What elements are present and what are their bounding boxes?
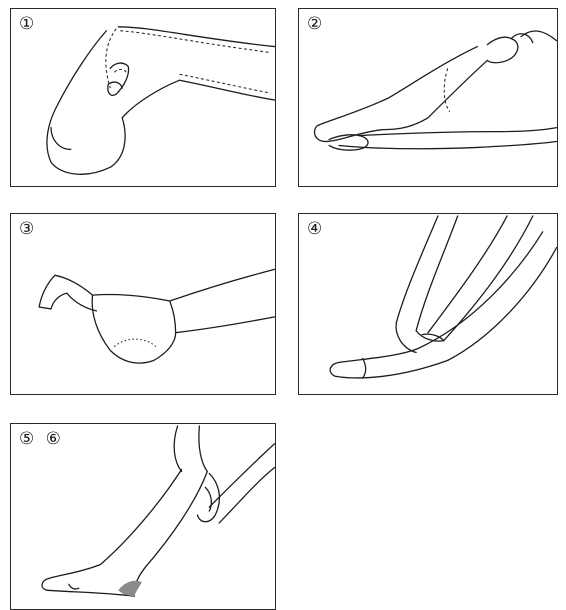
step-2-illustration [299,9,557,186]
step-2-label: ② [307,14,327,34]
step-panel-3: ③ [10,213,276,395]
step-5-6-label: ⑤ ⑥ [19,429,66,449]
step-5-6-illustration [11,424,275,609]
step-panel-1: ① [10,8,276,187]
step-4-illustration [299,214,557,394]
step-1-label: ① [19,14,39,34]
step-1-illustration [11,9,275,186]
step-3-label: ③ [19,219,39,239]
step-4-label: ④ [307,219,327,239]
step-panel-4: ④ [298,213,558,395]
step-panel-2: ② [298,8,558,187]
step-3-illustration [11,214,275,394]
step-panel-5-6: ⑤ ⑥ [10,423,276,610]
